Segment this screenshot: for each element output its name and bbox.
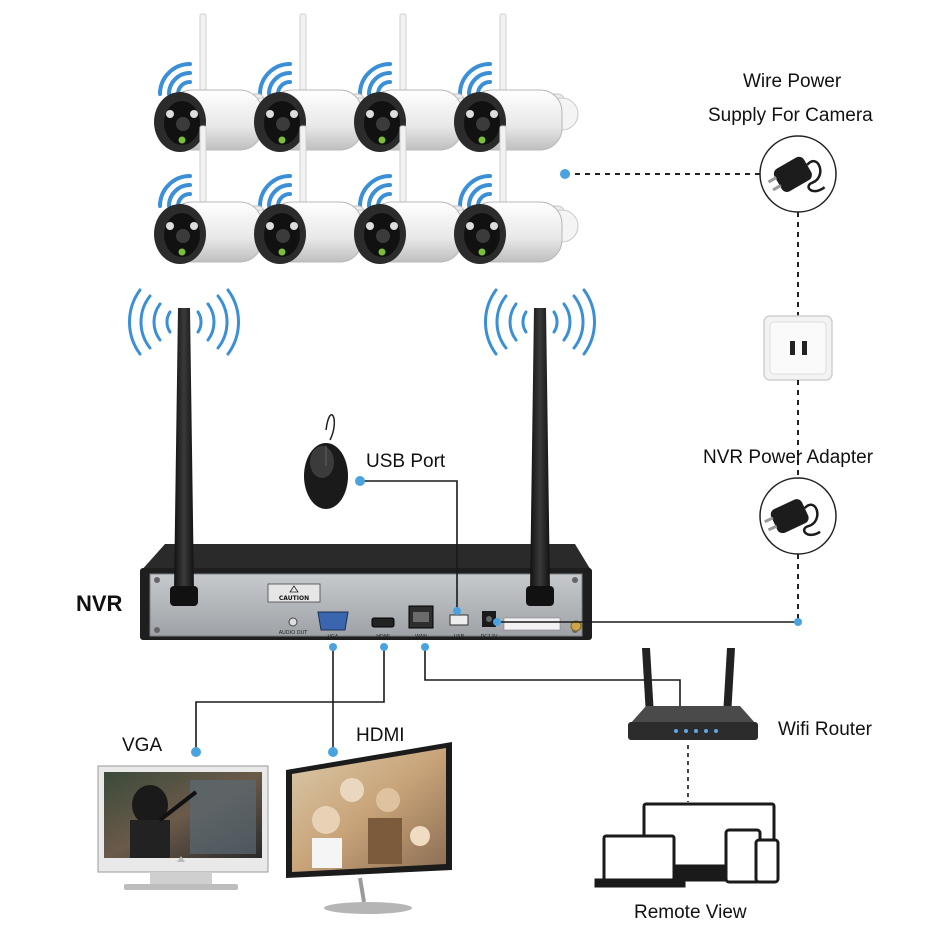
camera-power-chain xyxy=(560,135,837,622)
audio-out-port[interactable] xyxy=(288,617,298,627)
nvr-label: NVR xyxy=(76,591,123,616)
vga-label: VGA xyxy=(122,735,163,756)
hdmi-label: HDMI xyxy=(356,725,405,746)
wire-power-label-line1: Wire Power xyxy=(743,71,842,92)
vga-port[interactable] xyxy=(317,611,349,631)
wire-power-label-line2: Supply For Camera xyxy=(708,105,873,126)
wall-outlet-icon xyxy=(763,315,833,381)
audio-out-label: AUDIO OUT xyxy=(279,630,309,636)
usb-port[interactable] xyxy=(449,614,469,626)
nvr-antenna xyxy=(170,308,554,606)
wan-port-label: WAN xyxy=(415,634,427,640)
wifi-router-label: Wifi Router xyxy=(778,719,872,740)
hdmi-monitor xyxy=(286,742,452,914)
hdmi-port[interactable] xyxy=(371,617,395,628)
wifi-router-icon xyxy=(628,648,758,740)
caution-text: CAUTION xyxy=(279,595,309,602)
caution-label: CAUTION xyxy=(267,583,321,603)
connections xyxy=(195,480,797,802)
nvr-device: CAUTION AUDIO OUT VGA HDMI WAN USB DC12V xyxy=(140,544,592,640)
hdmi-port-label: HDMI xyxy=(376,634,389,640)
antenna-waves xyxy=(127,288,597,356)
dc-port-label: DC12V xyxy=(480,634,498,640)
usb-port-label: USB Port xyxy=(366,451,446,472)
camera-group xyxy=(153,13,579,265)
mouse-icon xyxy=(304,414,348,509)
usb-port-label: USB xyxy=(454,634,465,640)
vga-port-label: VGA xyxy=(328,634,339,640)
devices-icon xyxy=(594,802,780,888)
vga-monitor xyxy=(97,765,269,890)
nvr-power-adapter-label: NVR Power Adapter xyxy=(703,447,874,468)
remote-view-label: Remote View xyxy=(634,902,747,923)
